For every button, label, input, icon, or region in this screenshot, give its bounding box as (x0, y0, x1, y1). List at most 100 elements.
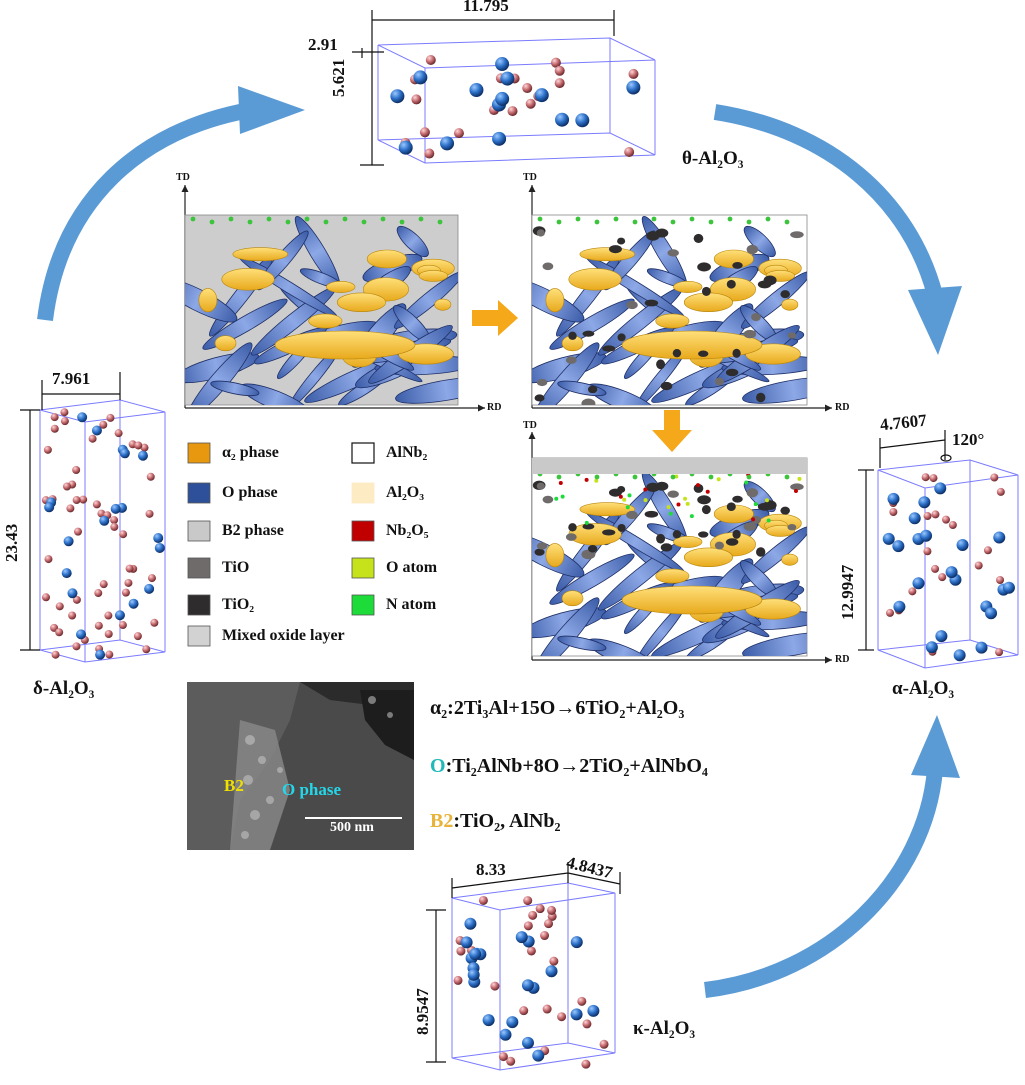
n-atom-dot (418, 216, 424, 222)
alpha2-grain (683, 547, 733, 567)
aluminum-atom (144, 583, 155, 594)
oxide-particle (756, 547, 766, 557)
oxygen-atom (523, 896, 533, 906)
oxygen-atom (106, 413, 115, 422)
oxygen-atom (51, 650, 60, 659)
alpha2-grain (418, 270, 448, 282)
oxygen-atom (62, 482, 71, 491)
alpha2-grain (579, 247, 635, 262)
oxide-particle (698, 531, 709, 538)
panel2-rd-label: RD (835, 402, 850, 413)
alpha2-grain (221, 268, 275, 291)
aluminum-atom (469, 83, 484, 98)
oxygen-atom (453, 128, 464, 139)
atom-dot (685, 501, 690, 506)
aluminum-atom (413, 70, 428, 85)
oxide-particle (667, 249, 679, 257)
aluminum-atom (119, 448, 130, 459)
aluminum-atom (920, 529, 933, 542)
n-atom-dot (651, 216, 657, 222)
aluminum-atom (77, 412, 88, 423)
oxygen-atom (44, 555, 53, 564)
oxygen-atom (134, 441, 143, 450)
n-atom-dot (594, 474, 600, 480)
n-atom-dot (342, 216, 348, 222)
oxygen-atom (453, 975, 463, 985)
swatch-o-atom (351, 557, 375, 579)
oxide-particle (617, 523, 626, 532)
swatch-alpha2 (187, 442, 211, 464)
oxygen-atom (581, 1059, 591, 1069)
atom-dot (643, 498, 648, 503)
atom-dot (584, 520, 589, 525)
oxide-particle (536, 482, 545, 490)
panel-oxidized (528, 185, 832, 412)
aluminum-atom (154, 542, 165, 553)
oxide-particle (714, 377, 724, 386)
oxygen-atom (522, 83, 533, 94)
oxide-particle (617, 333, 626, 342)
oxide-particle (726, 279, 736, 289)
n-atom-dot (670, 474, 676, 480)
o-phase-lath (742, 631, 807, 656)
alpha-unit-cell (877, 459, 1019, 669)
aluminum-atom (467, 968, 480, 981)
o-phase-lath (742, 376, 807, 404)
arrowhead-to-theta (238, 86, 305, 134)
atom-dot (705, 489, 710, 494)
n-atom-dot (575, 474, 581, 477)
oxygen-atom (150, 618, 159, 627)
atom-dot (618, 494, 623, 499)
panel3-rd-label: RD (835, 654, 850, 665)
atom-dot (744, 480, 749, 485)
aluminum-atom (956, 539, 969, 552)
atom-dot (625, 505, 630, 510)
aluminum-atom (587, 1004, 600, 1017)
n-atom-dot (689, 474, 695, 477)
oxygen-atom (424, 148, 435, 159)
aluminum-atom (460, 936, 473, 949)
oxygen-atom (547, 905, 557, 915)
n-atom-dot (285, 219, 291, 225)
oxygen-atom (941, 515, 950, 524)
aluminum-atom (76, 629, 87, 640)
oxygen-atom (66, 504, 75, 513)
alpha2-grain (434, 298, 452, 311)
n-atom-dot (727, 216, 733, 222)
aluminum-atom (887, 492, 900, 505)
aluminum-atom (500, 71, 515, 86)
alpha-dim-angle: 120° (952, 430, 985, 449)
alpha2-grain (765, 525, 795, 537)
aluminum-atom (975, 641, 988, 654)
delta-label: δ-Al₂O₃ (33, 678, 95, 699)
alpha2-grain (232, 247, 288, 262)
n-atom-dot (304, 216, 310, 222)
oxygen-atom (72, 595, 81, 604)
oxygen-atom (577, 996, 587, 1006)
theta-unit-cell (377, 37, 656, 164)
oxygen-atom (110, 516, 119, 525)
n-atom-dot (380, 216, 386, 222)
arrow-theta-to-alpha (713, 104, 943, 298)
alpha2-grain (673, 280, 703, 293)
swatch-alnb2 (351, 442, 375, 464)
aluminum-atom (499, 1028, 512, 1041)
o-phase-lath (557, 635, 607, 652)
oxide-particle (656, 359, 666, 370)
aluminum-atom (993, 531, 1006, 544)
atom-dot (689, 514, 694, 519)
oxide-particle (790, 483, 804, 491)
aluminum-atom (953, 649, 966, 662)
aluminum-atom (908, 512, 921, 525)
equation-o-prefix: O (430, 755, 446, 777)
swatch-n-atom (351, 594, 375, 616)
equation-b2: B2:TiO₂, AlNb₂ (430, 810, 561, 833)
oxide-particle (751, 312, 761, 322)
atom-dot (554, 496, 559, 501)
oxide-particle (660, 543, 673, 552)
alpha2-grain (561, 590, 584, 607)
aluminum-atom (495, 91, 510, 106)
atom-dot (627, 493, 632, 498)
n-atom-dot (556, 474, 562, 480)
swatch-nb2o5 (351, 520, 375, 542)
